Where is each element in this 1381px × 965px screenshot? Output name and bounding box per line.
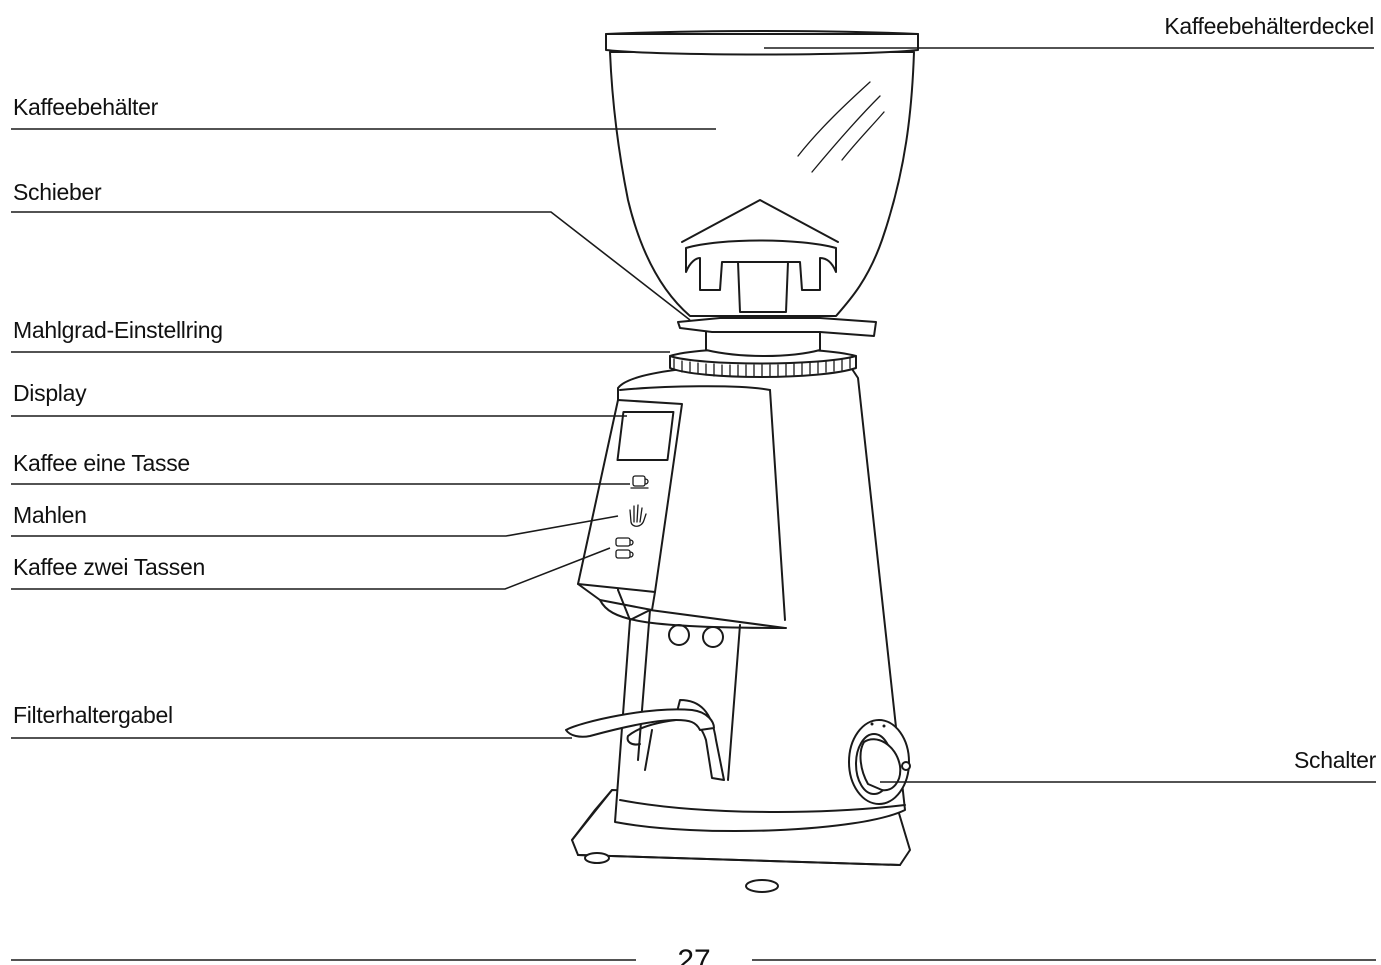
label-display: Display bbox=[13, 380, 87, 406]
label-slide-gate: Schieber bbox=[13, 179, 102, 205]
grind-hand-button-icon bbox=[629, 504, 647, 527]
grinder-illustration bbox=[565, 30, 919, 893]
control-panel bbox=[577, 399, 787, 629]
label-grind-ring: Mahlgrad-Einstellring bbox=[13, 317, 223, 343]
power-switch-knob bbox=[848, 719, 911, 805]
leader-slide-gate bbox=[11, 211, 691, 321]
slide-gate bbox=[677, 317, 877, 337]
leader-lines bbox=[11, 47, 1376, 961]
page-number: 27 bbox=[677, 944, 710, 965]
label-grind: Mahlen bbox=[13, 502, 87, 528]
one-cup-button-icon bbox=[630, 475, 649, 489]
hopper-lid bbox=[605, 30, 919, 56]
label-one-cup: Kaffee eine Tasse bbox=[13, 450, 190, 476]
display-screen bbox=[616, 411, 675, 461]
label-switch: Schalter bbox=[1294, 747, 1377, 773]
bean-hopper bbox=[609, 51, 915, 317]
leader-two-cups bbox=[11, 547, 611, 590]
two-cups-button-icon bbox=[615, 537, 634, 559]
part-labels: Kaffeebehälterdeckel Kaffeebehälter Schi… bbox=[13, 13, 1377, 965]
leader-grind bbox=[11, 515, 619, 537]
label-hopper: Kaffeebehälter bbox=[13, 94, 159, 120]
label-hopper-lid: Kaffeebehälterdeckel bbox=[1164, 13, 1374, 39]
portafilter-fork bbox=[565, 708, 715, 746]
label-two-cups: Kaffee zwei Tassen bbox=[13, 554, 205, 580]
label-fork: Filterhaltergabel bbox=[13, 702, 173, 728]
grind-adjustment-ring bbox=[669, 347, 857, 378]
